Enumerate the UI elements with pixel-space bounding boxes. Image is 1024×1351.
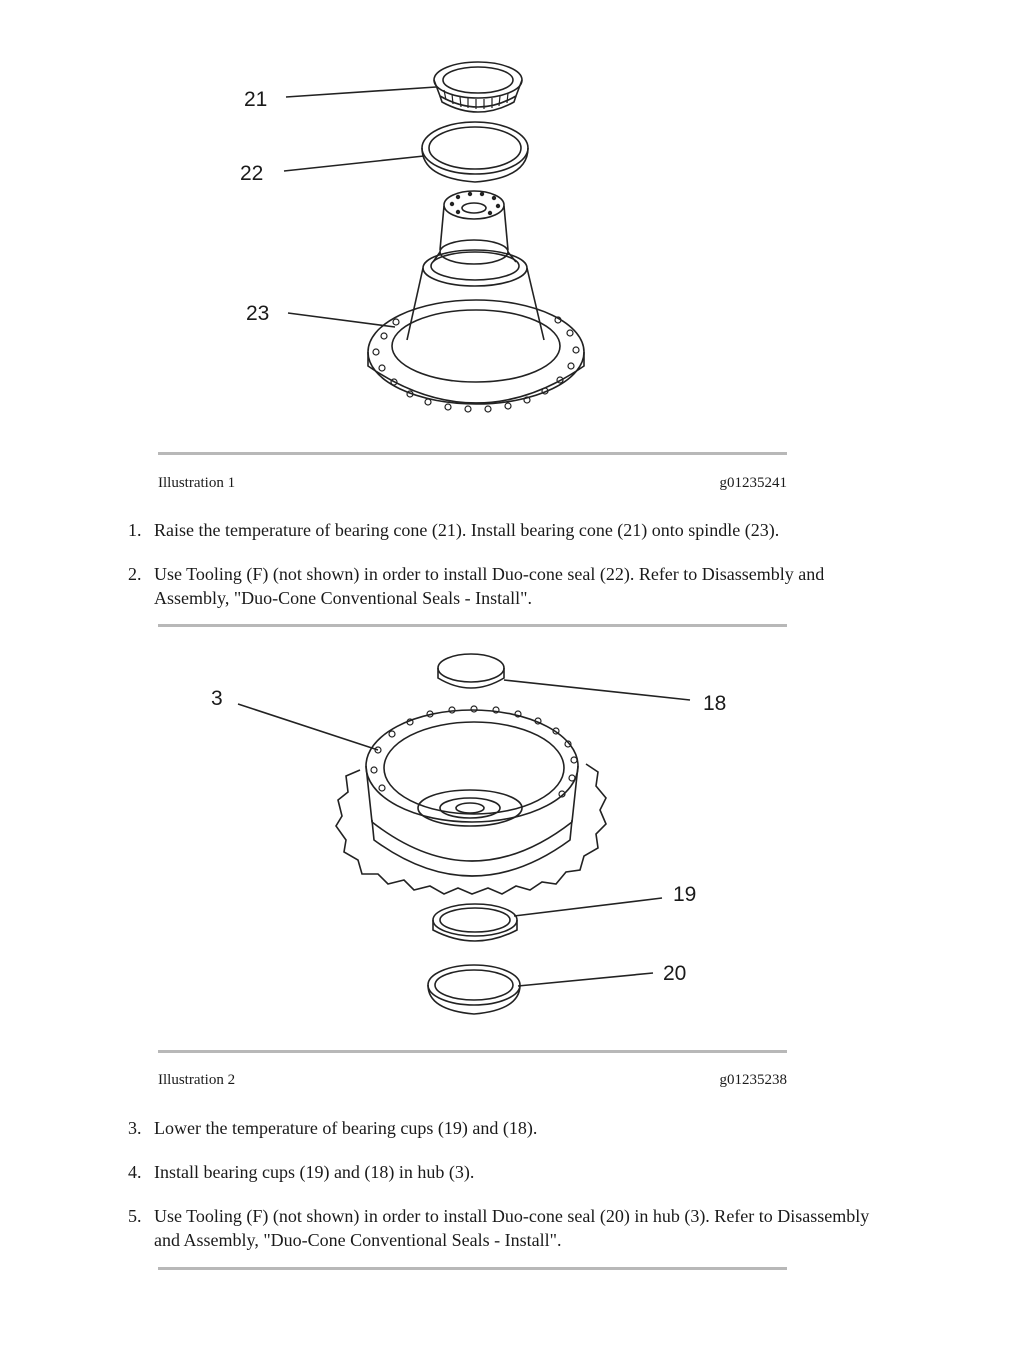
callout-3: 3 [211, 687, 223, 710]
illustration-code: g01235241 [719, 475, 788, 491]
bearing-cup-18 [437, 653, 505, 689]
hub-3 [335, 705, 607, 895]
step-item: 2. Use Tooling (F) (not shown) in order … [0, 562, 894, 610]
step-text: Use Tooling (F) (not shown) in order to … [154, 1206, 870, 1250]
illustration-2-caption: Illustration 2 g01235238 [158, 1072, 787, 1089]
step-text: Install bearing cups (19) and (18) in hu… [154, 1162, 475, 1182]
illustration-label: Illustration 1 [158, 475, 236, 491]
step-list-b: 3. Lower the temperature of bearing cups… [0, 1116, 1024, 1252]
step-number: 1. [128, 520, 142, 540]
step-text: Use Tooling (F) (not shown) in order to … [154, 564, 825, 608]
step-item: 5. Use Tooling (F) (not shown) in order … [0, 1204, 894, 1252]
step-item: 1. Raise the temperature of bearing cone… [0, 518, 894, 542]
illustration-code: g01235238 [719, 1072, 788, 1088]
bearing-cone-21 [433, 61, 523, 113]
duo-cone-seal-22 [421, 121, 529, 183]
spindle-23 [367, 190, 585, 413]
step-number: 4. [128, 1162, 142, 1182]
callout-23: 23 [246, 302, 269, 325]
leader-line-23 [287, 312, 396, 328]
step-text: Lower the temperature of bearing cups (1… [154, 1118, 538, 1138]
step-number: 2. [128, 564, 142, 584]
divider [158, 624, 787, 627]
illustration-label: Illustration 2 [158, 1072, 236, 1088]
bearing-cup-19 [432, 903, 518, 942]
divider [158, 1267, 787, 1270]
leader-line-18 [503, 679, 691, 701]
duo-cone-seal-20 [427, 964, 521, 1015]
leader-line-3 [237, 703, 379, 751]
step-item: 3. Lower the temperature of bearing cups… [0, 1116, 894, 1140]
callout-19: 19 [673, 883, 696, 906]
divider [158, 1050, 787, 1053]
illustration-1-drawing: 21 22 23 [200, 45, 620, 445]
callout-21: 21 [244, 88, 267, 111]
callout-20: 20 [663, 962, 686, 985]
illustration-2-drawing: 3 18 19 20 [190, 640, 750, 1030]
leader-line-20 [517, 972, 654, 987]
leader-line-21 [285, 86, 437, 98]
leader-line-22 [283, 155, 425, 172]
divider [158, 452, 787, 455]
step-number: 3. [128, 1118, 142, 1138]
callout-18: 18 [703, 692, 726, 715]
step-item: 4. Install bearing cups (19) and (18) in… [0, 1160, 894, 1184]
step-text: Raise the temperature of bearing cone (2… [154, 520, 780, 540]
step-list-a: 1. Raise the temperature of bearing cone… [0, 518, 1024, 610]
illustration-1-caption: Illustration 1 g01235241 [158, 475, 787, 492]
callout-22: 22 [240, 162, 263, 185]
leader-line-19 [513, 897, 663, 917]
step-number: 5. [128, 1206, 142, 1226]
